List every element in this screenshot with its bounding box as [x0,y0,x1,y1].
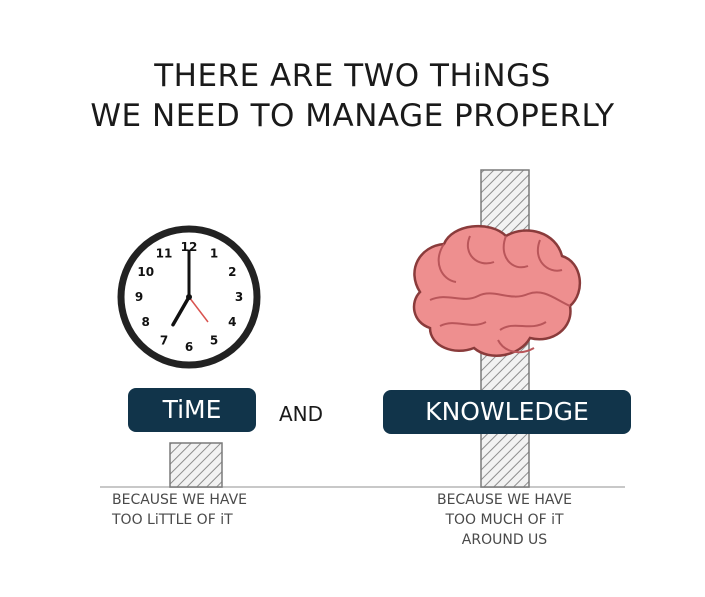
time-caption-line: BECAUSE WE HAVE [112,492,248,508]
knowledge-caption-line: TOO MUCH OF iT [445,512,564,528]
knowledge-caption-line: BECAUSE WE HAVE [436,492,572,508]
clock-number: 4 [228,315,236,329]
clock-number: 9 [135,290,143,304]
clock-number: 2 [228,265,236,279]
knowledge-caption-line: AROUND US [461,532,548,548]
knowledge-caption: BECAUSE WE HAVE TOO MUCH OF iT AROUND US [412,490,597,550]
clock-number: 11 [156,247,173,261]
clock-second-hand [188,296,209,323]
clock-number: 1 [210,247,218,261]
clock-number: 8 [142,315,150,329]
time-caption: BECAUSE WE HAVE TOO LiTTLE OF iT [112,490,247,530]
clock-hour-hand [171,295,191,327]
knowledge-label: KNOWLEDGE [383,390,631,434]
clock-number: 12 [181,240,198,254]
time-caption-line: TOO LiTTLE OF iT [112,512,233,528]
time-bar [169,442,223,488]
clock-number: 3 [235,290,243,304]
time-label: TiME [128,388,256,432]
clock-number: 5 [210,333,218,347]
and-label: AND [279,402,324,426]
clock-number: 10 [137,265,154,279]
clock-number: 7 [160,333,168,347]
title-line-2: WE NEED TO MANAGE PROPERLY [90,98,615,134]
brain-icon [412,224,582,357]
title-line-1: THERE ARE TWO THiNGS [154,58,551,94]
clock-number: 6 [185,340,193,354]
